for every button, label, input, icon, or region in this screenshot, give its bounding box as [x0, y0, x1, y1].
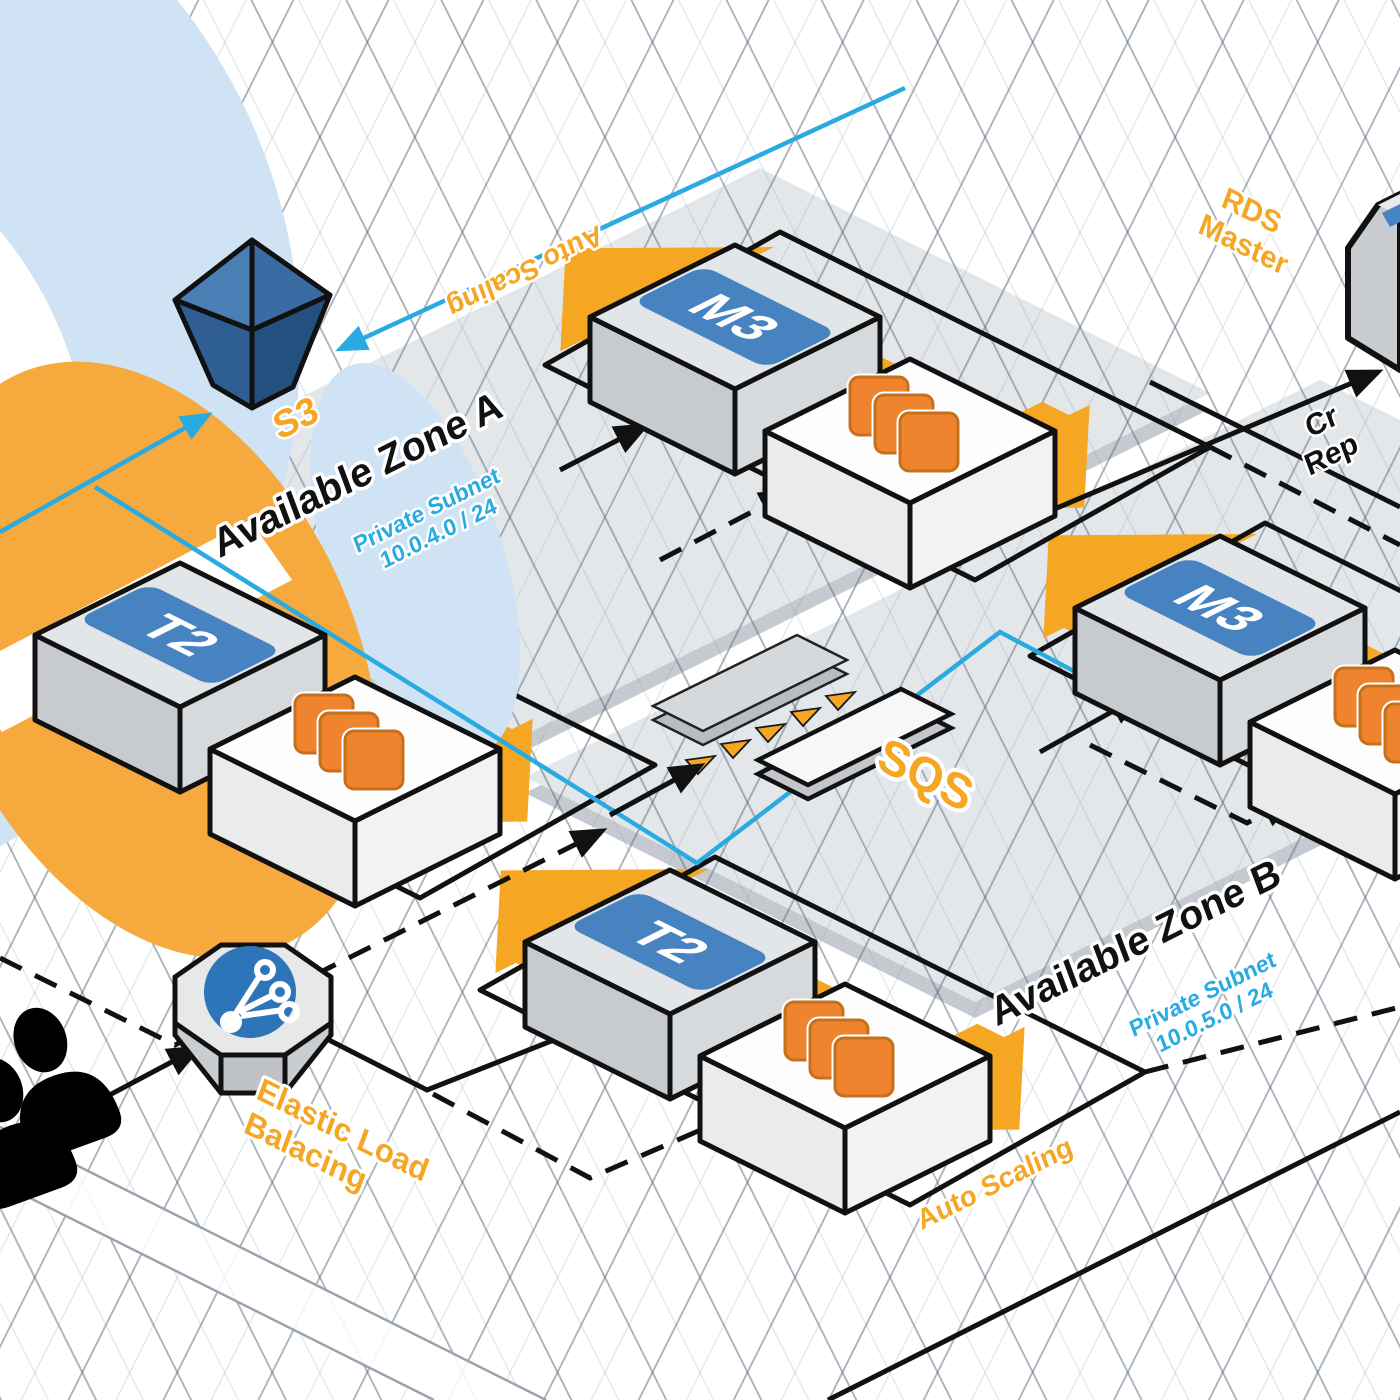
arrow-into-m3-zone-a: [558, 423, 651, 473]
container-stack-icon: [781, 998, 897, 1100]
bottom-right-boundary-line: [826, 1109, 1400, 1400]
arrow-into-sqs: [608, 763, 706, 818]
s3-bucket-icon: [172, 237, 333, 411]
elb-label: Elastic Load Balacing: [240, 1071, 442, 1227]
blue-line-to-s3-left: [0, 412, 213, 534]
sqs-slab-front: [752, 686, 957, 802]
container-stack-icon: [1331, 664, 1400, 766]
dashed-tail-zone-b: [1144, 1004, 1400, 1075]
blue-line-to-s3-right: [335, 85, 906, 352]
container-stack-icon: [291, 691, 407, 793]
long-line-crossing: [1148, 379, 1400, 510]
ec2-instance-box-m3-zone-b: M3: [1072, 533, 1368, 768]
dashed-tail-zone-a: [1208, 444, 1400, 548]
arrow-dashed-into-cubes-zone-a: [0, 828, 608, 1048]
users-icon: [0, 1007, 122, 1209]
container-stack-icon: [846, 373, 962, 475]
rds-master-label: RDS Master: [1194, 176, 1304, 282]
sqs-queue-icon: [608, 633, 957, 818]
arrow-to-rds-master: [1004, 369, 1384, 533]
rds-icon: [1345, 191, 1400, 373]
container-box-t2-zone-a: [207, 674, 503, 909]
arrow-elb-to-t2-zone-b: [323, 1016, 613, 1093]
arrow-dashed-elb-to-cubes-zone-b: [431, 1091, 748, 1181]
container-box-t2-zone-b: [697, 981, 993, 1216]
elb-network-glyph: [204, 946, 300, 1038]
vpc-road-band: [0, 1125, 547, 1400]
zone-b-subnet-label: Private Subnet 10.0.5.0 / 24: [1126, 943, 1294, 1067]
ec2-instance-box-t2-zone-b: T2: [522, 867, 818, 1102]
elb-icon: [172, 942, 334, 1096]
container-box-m3-zone-b: [1247, 647, 1400, 882]
container-box-m3-zone-a: [762, 356, 1058, 591]
sqs-slab-back: [650, 633, 850, 747]
